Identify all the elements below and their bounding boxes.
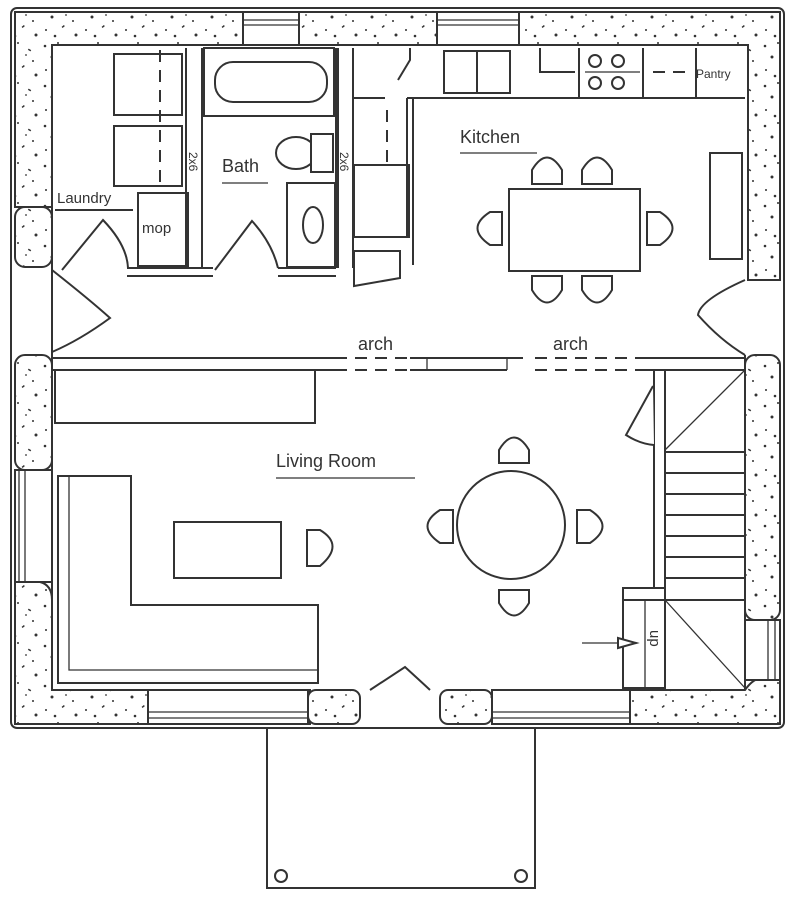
arch-label-right: arch bbox=[553, 334, 588, 354]
kitchen-label: Kitchen bbox=[460, 127, 520, 147]
pantry-label: Pantry bbox=[696, 67, 731, 81]
arch-label-left: arch bbox=[358, 334, 393, 354]
porch-post bbox=[514, 869, 528, 883]
kitchen-chairs bbox=[476, 156, 674, 304]
living-room bbox=[54, 369, 746, 691]
laundry-label: Laundry bbox=[57, 190, 112, 207]
wall-2x6-label-left: 2x6 bbox=[186, 152, 200, 172]
sectional-sofa bbox=[57, 475, 319, 684]
wall-2x6-label-right: 2x6 bbox=[337, 152, 351, 172]
laundry-room bbox=[55, 48, 213, 277]
dining-table bbox=[456, 470, 566, 580]
kitchen-counter bbox=[709, 152, 743, 260]
front-porch bbox=[266, 727, 536, 889]
dining-chairs bbox=[426, 436, 604, 617]
dryer bbox=[113, 125, 183, 187]
staircase bbox=[582, 369, 746, 689]
living-chair bbox=[306, 529, 334, 567]
refrigerator bbox=[353, 164, 410, 238]
washer bbox=[113, 53, 183, 116]
bath-label: Bath bbox=[222, 156, 259, 176]
kitchen-table bbox=[508, 188, 641, 272]
kitchen bbox=[353, 48, 746, 356]
living-room-label: Living Room bbox=[276, 451, 376, 471]
stove-burners bbox=[588, 54, 625, 90]
coffee-table bbox=[173, 521, 282, 579]
mop-closet bbox=[137, 192, 189, 267]
mop-label: mop bbox=[142, 220, 171, 237]
porch-post bbox=[274, 869, 288, 883]
entertainment-unit bbox=[54, 369, 316, 424]
stairs-up-label: up bbox=[646, 630, 663, 647]
bathtub bbox=[214, 61, 328, 103]
bathroom bbox=[203, 47, 354, 277]
